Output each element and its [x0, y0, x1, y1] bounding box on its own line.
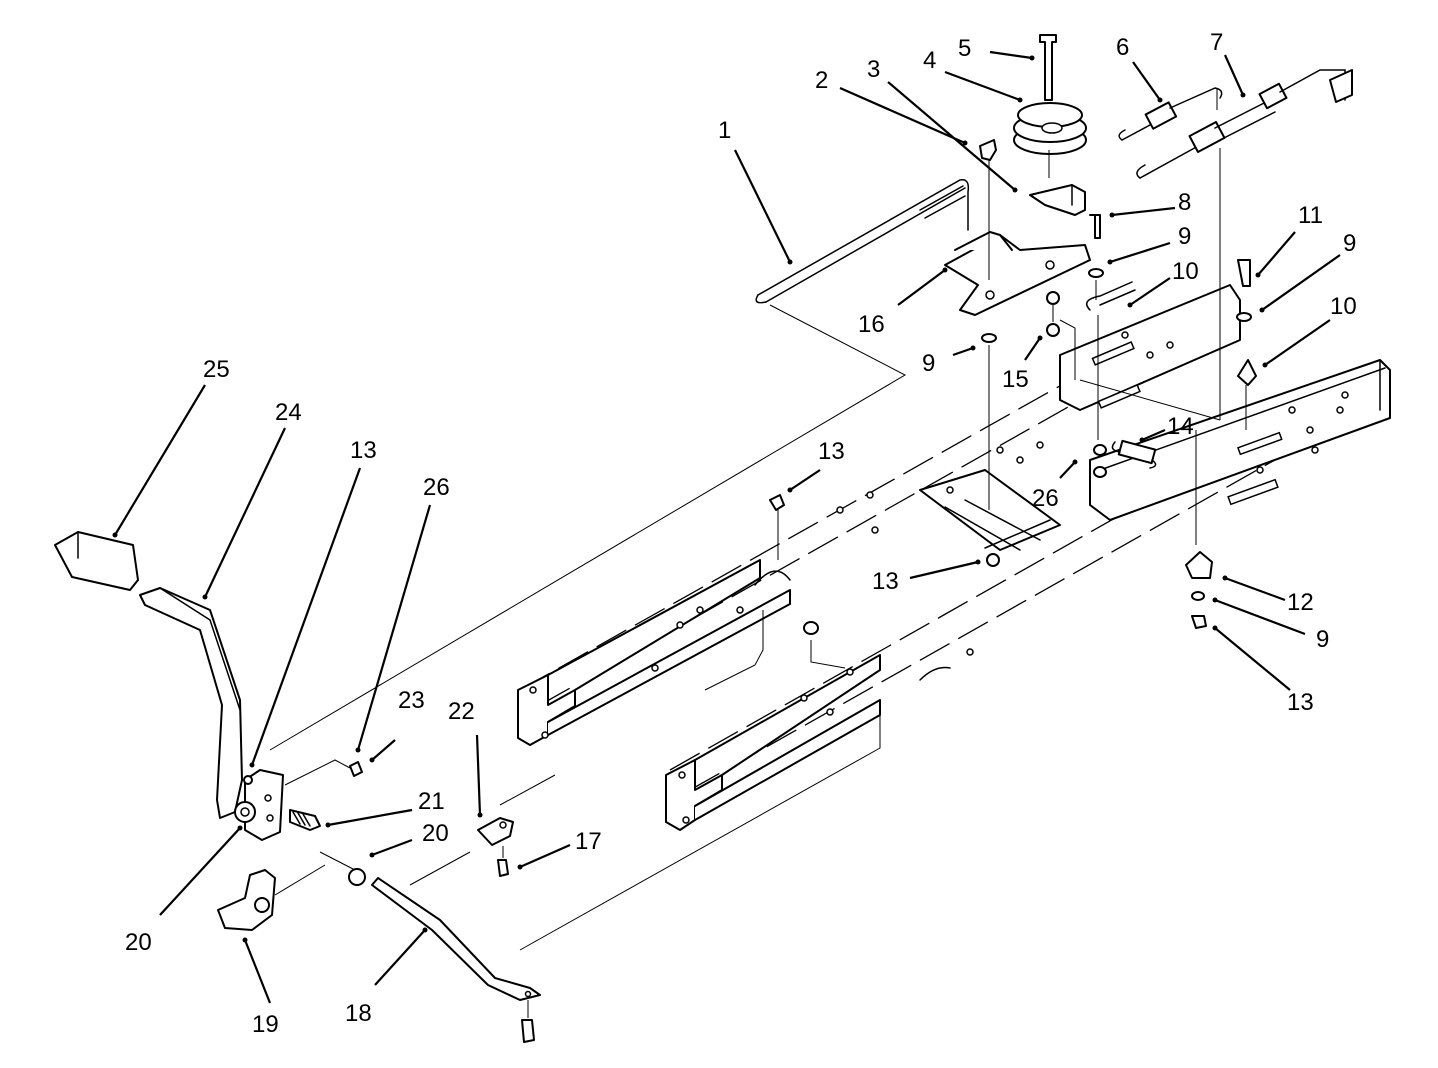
nut-lower	[519, 621, 881, 951]
callout-label: 19	[252, 1011, 279, 1038]
callout-label: 3	[867, 56, 880, 83]
callout-label: 25	[203, 356, 230, 383]
callout-label: 13	[1287, 689, 1314, 716]
callout-label: 6	[1116, 34, 1129, 61]
pawl-piece	[704, 494, 791, 691]
callout-label: 7	[1210, 29, 1223, 56]
rod-bracket	[349, 761, 556, 877]
callout-label: 20	[422, 820, 449, 847]
callout-label: 17	[575, 828, 602, 855]
callout-label: 9	[1343, 230, 1356, 257]
mounting-bracket	[217, 864, 326, 931]
callout-label: 21	[418, 788, 445, 815]
callout-label: 23	[398, 687, 425, 714]
callout-label: 9	[922, 350, 935, 377]
springs	[1079, 69, 1353, 421]
callout-label: 13	[350, 437, 377, 464]
callout-label: 5	[958, 35, 971, 62]
callout-label: 20	[125, 929, 152, 956]
brake-rod	[371, 851, 541, 1043]
linkage-rod	[269, 179, 970, 751]
callout-label: 9	[1178, 223, 1191, 250]
hardware-right	[1185, 259, 1257, 629]
callout-label: 10	[1172, 258, 1199, 285]
callout-label: 14	[1167, 413, 1194, 440]
callout-label: 12	[1287, 589, 1314, 616]
callout-label: 1	[718, 117, 731, 144]
idler-bracket	[944, 231, 1091, 316]
callout-label: 26	[423, 474, 450, 501]
hardware-center	[979, 139, 1157, 567]
callout-label: 9	[1316, 626, 1329, 653]
idler-pulley	[1013, 34, 1087, 178]
callout-label: 18	[345, 1000, 372, 1027]
callout-label: 11	[1298, 202, 1323, 229]
callout-label: 8	[1178, 189, 1191, 216]
callout-label: 10	[1330, 293, 1357, 320]
callouts: 1 2 3 4 5 6 7 8 9 11 9 10 10 16 9 15 25	[112, 29, 1357, 1038]
callout-label: 16	[858, 311, 885, 338]
callout-label: 13	[818, 438, 845, 465]
callout-label: 2	[815, 67, 828, 94]
brake-pedal	[54, 531, 243, 819]
callout-label: 22	[448, 698, 475, 725]
callout-label: 24	[275, 399, 302, 426]
belt-guide-bracket	[1029, 184, 1086, 216]
pivot-bracket	[234, 759, 366, 886]
callout-label: 15	[1002, 366, 1029, 393]
callout-label: 26	[1032, 485, 1059, 512]
callout-label: 13	[872, 568, 899, 595]
callout-label: 4	[923, 47, 936, 74]
frame-rails	[517, 284, 1391, 831]
